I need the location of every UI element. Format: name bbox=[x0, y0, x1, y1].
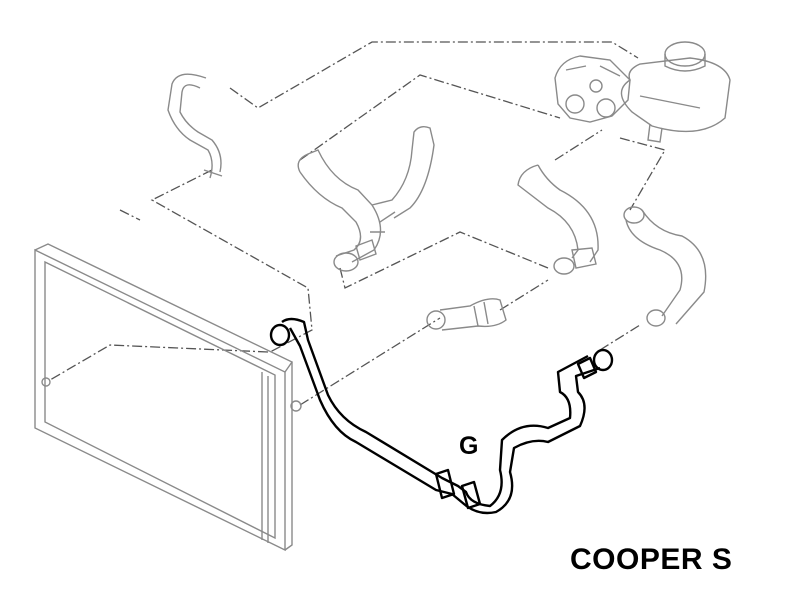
model-label: COOPER S bbox=[570, 543, 733, 576]
expansion-tank bbox=[620, 41, 731, 143]
right-hose bbox=[623, 206, 707, 327]
small-connector-hose bbox=[426, 298, 507, 331]
upper-left-hose bbox=[167, 73, 223, 179]
leader-lines bbox=[49, 41, 666, 406]
thermostat-housing bbox=[554, 55, 631, 123]
upper-center-right-hose bbox=[517, 164, 599, 275]
radiator bbox=[34, 243, 302, 552]
part-letter-label: G bbox=[459, 432, 479, 460]
upper-center-hose bbox=[297, 125, 435, 272]
highlighted-lower-hose bbox=[269, 317, 614, 515]
